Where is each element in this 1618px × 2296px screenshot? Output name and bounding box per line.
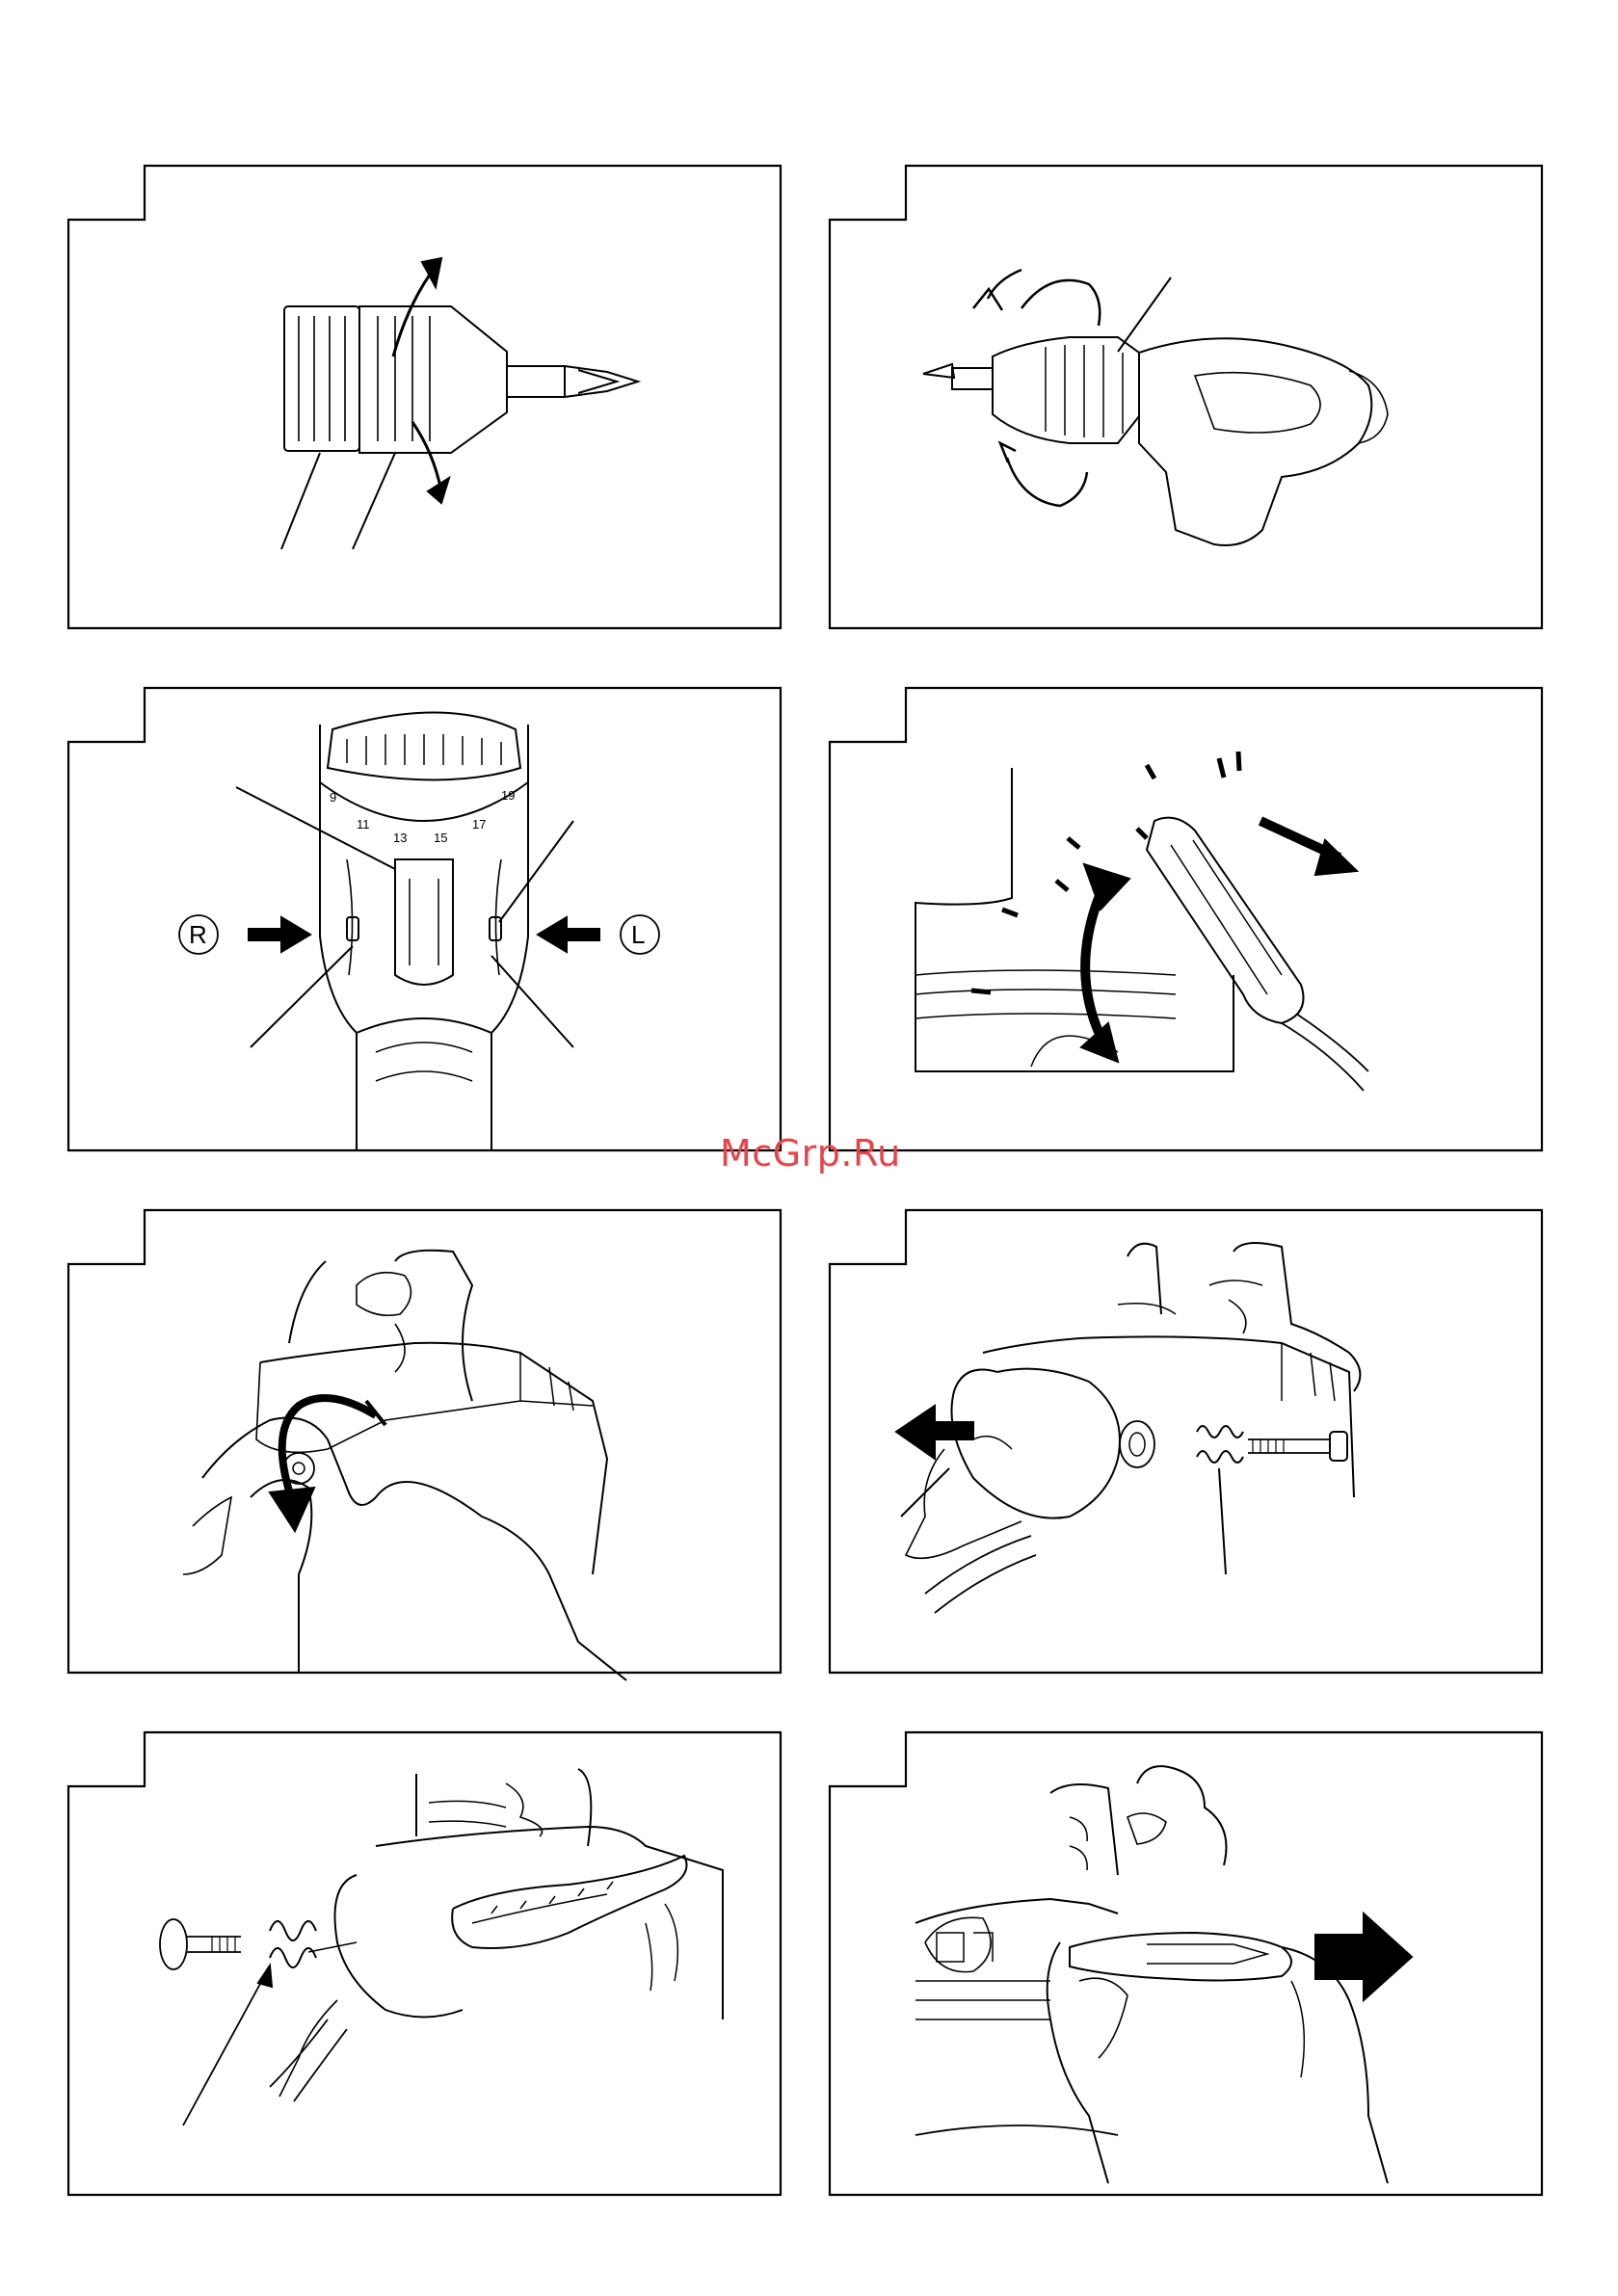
figure-1-chuck xyxy=(67,164,781,628)
watermark-text: McGrp.Ru xyxy=(720,1132,901,1174)
forward-symbol-l: L xyxy=(631,920,645,949)
dial-number-15: 15 xyxy=(434,831,447,845)
dial-number-17: 17 xyxy=(472,817,486,831)
reverse-symbol-r: R xyxy=(189,920,207,949)
figure-2-drill-rotation xyxy=(829,164,1542,628)
figure-4-hook-swing xyxy=(829,686,1542,1150)
figure-3-reversing-switch: 9 11 13 15 17 19 xyxy=(67,686,781,1150)
figure-8-pull-bit xyxy=(829,1730,1542,2195)
figure-7-install-hook xyxy=(67,1730,781,2195)
figure-5-loosen-screw xyxy=(67,1208,781,1673)
dial-number-13: 13 xyxy=(393,831,407,845)
dial-number-11: 11 xyxy=(357,817,370,831)
figure-6-remove-hook xyxy=(829,1208,1542,1673)
